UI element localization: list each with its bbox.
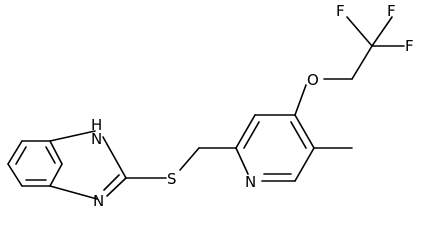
bond bbox=[49, 185, 98, 200]
bond bbox=[371, 16, 393, 47]
bond bbox=[346, 16, 373, 47]
bond bbox=[294, 84, 307, 116]
bond bbox=[7, 140, 23, 165]
atom-label-fluorine: F bbox=[405, 37, 414, 55]
bond bbox=[179, 147, 200, 171]
molecule-drawing: H N N S N O F F F bbox=[7, 2, 414, 210]
imidazole-ring bbox=[49, 130, 127, 200]
atom-label-fluorine: F bbox=[387, 2, 396, 20]
atom-label-sulfur: S bbox=[167, 170, 177, 188]
bond bbox=[235, 114, 256, 149]
pyridine-ring bbox=[235, 114, 315, 182]
bond bbox=[7, 163, 23, 187]
atom-label-n-imidazole: N bbox=[93, 192, 104, 210]
double-bond-inner bbox=[290, 121, 307, 149]
double-bond-inner bbox=[243, 121, 260, 149]
benzene-ring bbox=[7, 140, 63, 187]
atom-label-n-imidazole: N bbox=[91, 130, 102, 148]
bond bbox=[49, 130, 96, 142]
bond bbox=[49, 163, 63, 187]
bond bbox=[294, 114, 315, 149]
bond bbox=[106, 177, 127, 197]
bond bbox=[351, 45, 373, 80]
atom-label-oxygen: O bbox=[307, 71, 319, 89]
thioether-linker bbox=[125, 147, 237, 179]
bond bbox=[102, 136, 127, 179]
bond bbox=[235, 147, 249, 175]
double-bond-inner bbox=[45, 146, 56, 164]
double-bond-inner bbox=[15, 146, 27, 165]
bond bbox=[49, 140, 63, 165]
double-bond-inner bbox=[103, 174, 120, 191]
atom-label-n-pyridine: N bbox=[245, 173, 256, 191]
chemical-structure-canvas: H N N S N O F F F bbox=[7, 2, 414, 210]
trifluoroethoxy-group bbox=[294, 16, 405, 116]
atom-label-fluorine: F bbox=[336, 2, 345, 20]
atom-label-h: H bbox=[91, 116, 102, 134]
bond bbox=[294, 147, 315, 182]
